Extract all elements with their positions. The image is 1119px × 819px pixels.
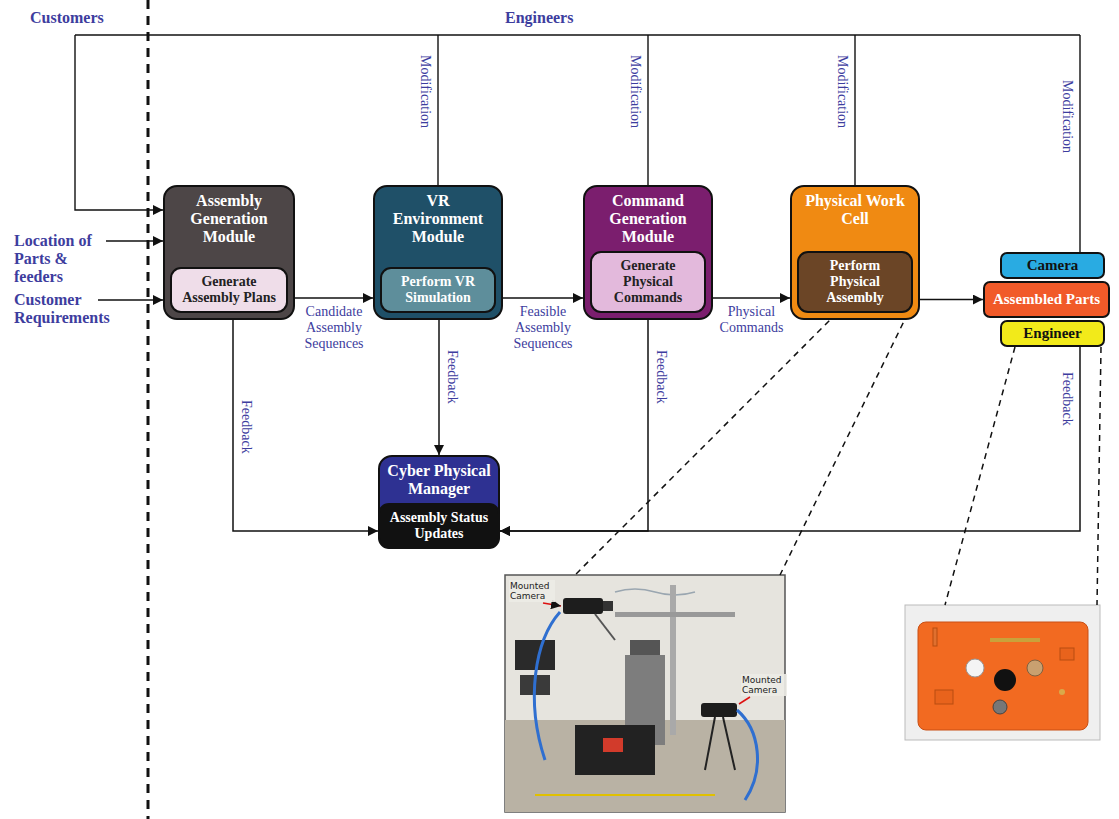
modification-line [1079, 35, 1080, 252]
modification-label: Modification [833, 55, 851, 128]
block [935, 690, 953, 704]
connector-arrow [295, 297, 373, 299]
node-text: Physical Work Cell [792, 187, 918, 233]
connector-arrow [920, 299, 983, 301]
cable [534, 612, 560, 760]
cable [737, 710, 757, 800]
divider-line [147, 0, 150, 819]
node-text: Generate Physical Commands [592, 253, 704, 311]
group-label: Engineers [505, 10, 573, 26]
leader-line [1097, 347, 1101, 605]
node-text: Generate Assembly Plans [172, 269, 286, 311]
manager-box: Cyber Physical ManagerAssembly Status Up… [378, 455, 500, 549]
node-text: Perform Physical Assembly [799, 253, 911, 311]
connector-arrow [500, 347, 1080, 531]
output-box: Assembled Parts [983, 281, 1110, 318]
edge-label: Feedback [1058, 372, 1076, 426]
gear [1027, 660, 1043, 676]
connector-arrow [503, 297, 583, 299]
engineer-line [75, 34, 1080, 35]
process-box: Perform Physical Assembly [797, 251, 913, 313]
part [603, 738, 623, 752]
device-box: Camera [1000, 252, 1105, 279]
gear [966, 659, 984, 677]
photo-frame [905, 605, 1100, 740]
node-text: Perform VR Simulation [382, 269, 494, 311]
controller [515, 640, 555, 670]
modification-line [437, 35, 438, 185]
platform [575, 725, 655, 775]
tripod-leg [705, 717, 715, 770]
input-label: Location of Parts & feeders [14, 232, 106, 286]
connector-arrow [713, 297, 790, 299]
edge-label: Feedback [237, 400, 255, 454]
leader-line [945, 347, 1015, 605]
rod [990, 638, 1040, 642]
process-box: Generate Physical Commands [590, 251, 706, 313]
modification-label: Modification [626, 55, 644, 128]
photo-callout: Mounted Camera [741, 674, 787, 696]
node-text: Camera [1002, 254, 1103, 277]
camera [563, 598, 603, 614]
pin [1059, 689, 1065, 695]
connector-arrow [500, 320, 648, 531]
modification-line [647, 35, 648, 185]
node-text: Assembled Parts [985, 283, 1108, 316]
callout-arrow [739, 697, 750, 704]
tripod-leg [723, 717, 735, 770]
edge-label: Feasible Assembly Sequences [506, 304, 580, 352]
bench [505, 720, 785, 812]
edge-label: Feedback [652, 350, 670, 404]
group-label: Customers [30, 10, 104, 26]
process-box: Generate Assembly Plans [170, 267, 288, 313]
node-text: VR Environment Module [375, 187, 501, 251]
modification-line [854, 35, 855, 185]
whiteboard-scribble [615, 589, 695, 595]
modification-label: Modification [416, 55, 434, 128]
input-label: Customer Requirements [14, 291, 144, 327]
edge-label: Candidate Assembly Sequences [298, 304, 370, 352]
cable [535, 794, 715, 796]
connector-arrow [233, 320, 378, 531]
arm [615, 612, 735, 617]
camera-lens [603, 601, 613, 611]
photo-callout: Mounted Camera [509, 580, 555, 602]
module-box: Physical Work CellPerform Physical Assem… [790, 185, 920, 320]
leader-line [780, 313, 908, 575]
edge-label: Feedback [443, 350, 461, 404]
node-text: Cyber Physical Manager [380, 457, 498, 503]
inspector-box: Engineer [1000, 320, 1105, 347]
pole [670, 585, 676, 735]
bearing [993, 700, 1007, 714]
module-box: VR Environment ModulePerform VR Simulati… [373, 185, 503, 320]
node-text: Assembly Status Updates [380, 505, 498, 547]
camera [701, 703, 737, 717]
assembled-parts-photo [905, 605, 1100, 740]
input-arrow [106, 240, 163, 241]
node-text: Command Generation Module [585, 187, 711, 251]
module-box: Command Generation ModuleGenerate Physic… [583, 185, 713, 320]
edge-label: Physical Commands [716, 304, 787, 336]
node-text: Engineer [1002, 322, 1103, 345]
camera-mount [595, 614, 615, 640]
connector-arrow [438, 320, 440, 455]
customer-line [75, 35, 163, 210]
callout-arrow [543, 603, 561, 606]
leader-line [575, 313, 837, 575]
board [918, 622, 1088, 730]
input-arrow [98, 299, 163, 300]
modification-label: Modification [1058, 80, 1076, 153]
disc [994, 669, 1016, 691]
block [1060, 648, 1074, 660]
module-box: Assembly Generation ModuleGenerate Assem… [163, 185, 295, 320]
node-text: Assembly Generation Module [165, 187, 293, 251]
status-box: Assembly Status Updates [378, 503, 500, 549]
post [933, 628, 937, 646]
process-box: Perform VR Simulation [380, 267, 496, 313]
